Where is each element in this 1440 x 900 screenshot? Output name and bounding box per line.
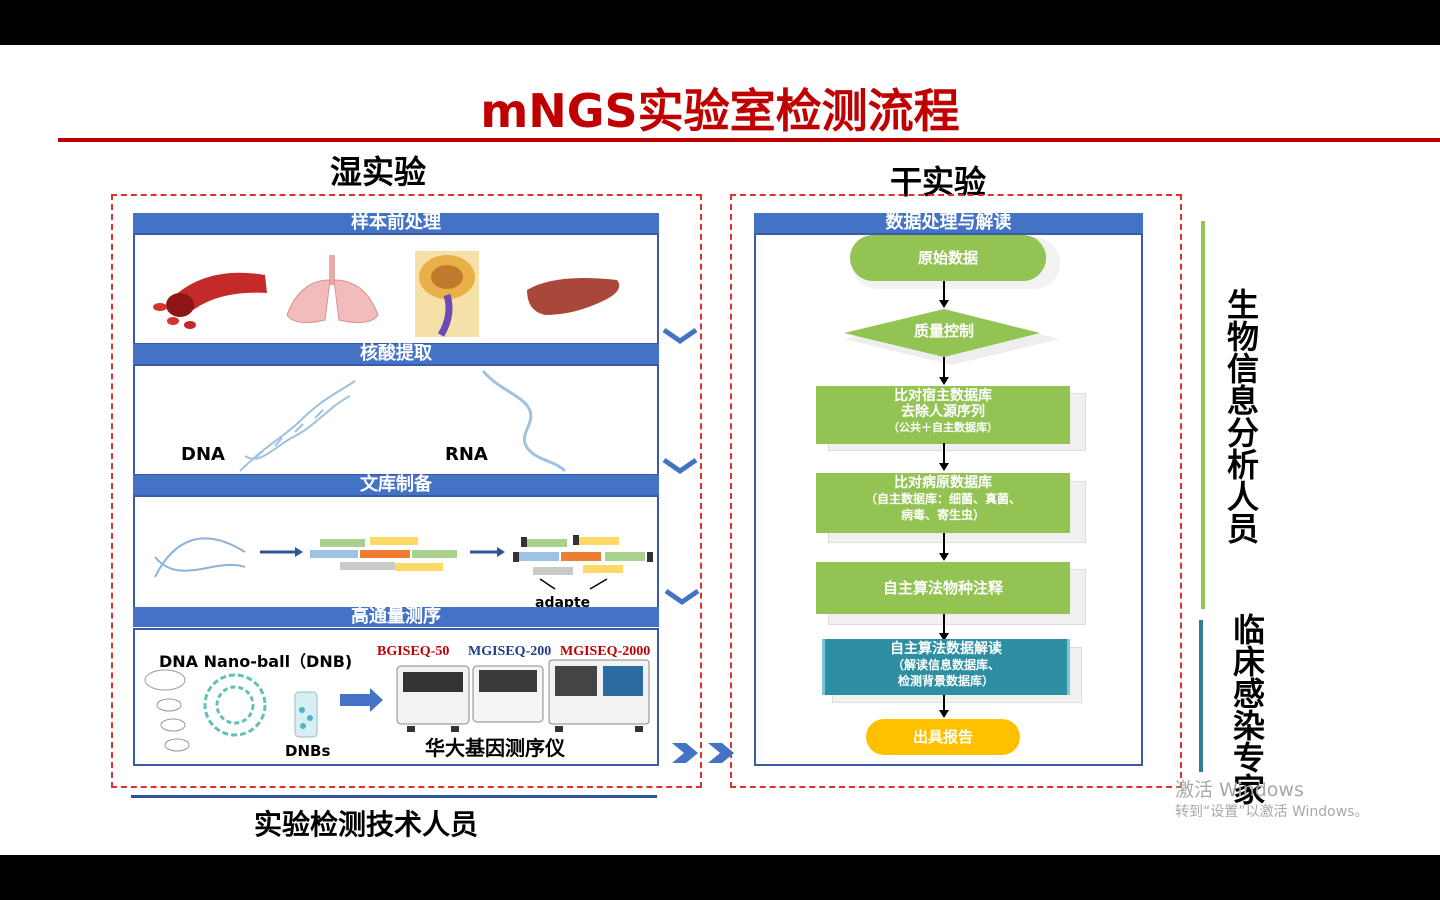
arrow-down-icon	[939, 553, 949, 561]
dnb-illustration	[144, 659, 650, 752]
role-bar-bioinfo	[1201, 221, 1205, 609]
blood-vessel-icon	[153, 272, 267, 329]
node-raw-data: 原始数据	[850, 235, 1046, 281]
header-extraction: 核酸提取	[133, 344, 659, 364]
staff-divider	[131, 795, 657, 798]
interpretation-line2: （解读信息数据库、	[891, 658, 1000, 672]
header-sequencing: 高通量测序	[133, 607, 659, 627]
host-db-line2: 去除人源序列	[901, 404, 985, 420]
header-data-processing: 数据处理与解读	[754, 213, 1143, 233]
chevron-down-icon	[662, 457, 698, 475]
interpretation-line1: 自主算法数据解读	[890, 641, 1002, 657]
node-quality-control-shape	[844, 309, 1060, 365]
brain-spine-icon	[415, 251, 479, 337]
panel-library: adapte	[133, 495, 659, 611]
instrument-mgiseq2000: MGISEQ-2000	[560, 644, 651, 659]
role-bioinformatics: 生物信息分析人员	[1222, 288, 1260, 544]
library-illustration	[154, 535, 653, 590]
sequencer-mgiseq200-icon	[472, 665, 544, 723]
arrow-down-icon	[939, 300, 949, 308]
sequencer-mgiseq2000-icon	[548, 659, 650, 732]
slide: mNGS实验室检测流程 湿实验 干实验 样本前处理	[0, 45, 1440, 855]
wet-staff-label: 实验检测技术人员	[254, 808, 479, 841]
node-quality-control: 质量控制	[913, 322, 974, 340]
dry-lab-frame	[730, 194, 1182, 788]
flow-connector	[943, 443, 945, 463]
liver-icon	[527, 277, 620, 315]
flow-connector	[943, 281, 945, 301]
node-report: 出具报告	[866, 719, 1020, 755]
sequencer-bgiseq50-icon	[396, 665, 470, 732]
activation-watermark-hint: 转到“设置”以激活 Windows。	[1175, 804, 1369, 820]
flow-connector	[943, 357, 945, 379]
node-pathogen-db: 比对病原数据库 （自主数据库：细菌、真菌、 病毒、寄生虫）	[816, 473, 1070, 533]
host-db-line3: （公共＋自主数据库）	[888, 421, 998, 434]
header-sample-prep: 样本前处理	[133, 213, 659, 233]
arrow-down-icon	[939, 710, 949, 718]
arrow-down-icon	[939, 633, 949, 641]
chevron-down-icon	[664, 588, 700, 606]
adapter-ligated-fragments-icon	[513, 535, 653, 590]
host-db-line1: 比对宿主数据库	[894, 388, 992, 404]
node-host-db: 比对宿主数据库 去除人源序列 （公共＋自主数据库）	[816, 386, 1070, 444]
wet-lab-title: 湿实验	[330, 153, 427, 191]
arrow-down-icon	[939, 377, 949, 385]
dna-helix-icon	[239, 380, 356, 472]
sample-illustrations	[153, 251, 620, 337]
pathogen-db-line1: 比对病原数据库	[894, 475, 992, 491]
dnbs-label: DNBs	[285, 742, 331, 760]
arrow-icon	[260, 547, 505, 557]
flow-connector	[943, 695, 945, 711]
activation-watermark-title: 激活 Windows	[1175, 779, 1304, 801]
arrow-down-icon	[939, 463, 949, 471]
rna-strand-icon	[481, 370, 567, 473]
page-title: mNGS实验室检测流程	[480, 84, 960, 138]
wet-lab-frame	[111, 194, 702, 788]
node-interpretation: 自主算法数据解读 （解读信息数据库、 检测背景数据库）	[822, 639, 1070, 695]
panel-sequencing: DNA Nano-ball（DNB)	[133, 628, 659, 766]
instrument-bgiseq50: BGISEQ-50	[377, 644, 450, 659]
process-arrow-icon	[340, 688, 383, 712]
pathogen-db-line3: 病毒、寄生虫）	[900, 508, 985, 522]
dnb-title: DNA Nano-ball（DNB)	[159, 652, 353, 671]
flow-connector	[943, 614, 945, 634]
pathogen-db-line2: （自主数据库：细菌、真菌、	[864, 492, 1021, 506]
fragments-icon	[310, 537, 457, 571]
node-species-annotation: 自主算法物种注释	[816, 562, 1070, 614]
interpretation-line3: 检测背景数据库）	[897, 674, 994, 688]
dna-fragment-icon	[154, 537, 246, 578]
chevron-right-icon	[672, 743, 734, 763]
dna-label: DNA	[181, 444, 225, 465]
lungs-icon	[286, 255, 379, 324]
panel-extraction: DNA RNA	[133, 364, 659, 476]
sequencer-caption: 华大基因测序仪	[425, 736, 565, 760]
role-clinical: 临床感染专家	[1228, 613, 1266, 805]
dnb-process-icon	[144, 669, 267, 752]
panel-sample-prep	[133, 233, 659, 345]
role-bar-clinical	[1199, 620, 1203, 772]
header-library: 文库制备	[133, 475, 659, 495]
dnbs-tube-icon	[294, 691, 318, 738]
rna-label: RNA	[445, 444, 488, 465]
chevron-down-icon	[662, 327, 698, 345]
instrument-mgiseq200: MGISEQ-200	[468, 644, 552, 659]
title-divider	[58, 138, 1440, 142]
flow-connector	[943, 533, 945, 553]
helix-illustrations	[239, 370, 567, 473]
